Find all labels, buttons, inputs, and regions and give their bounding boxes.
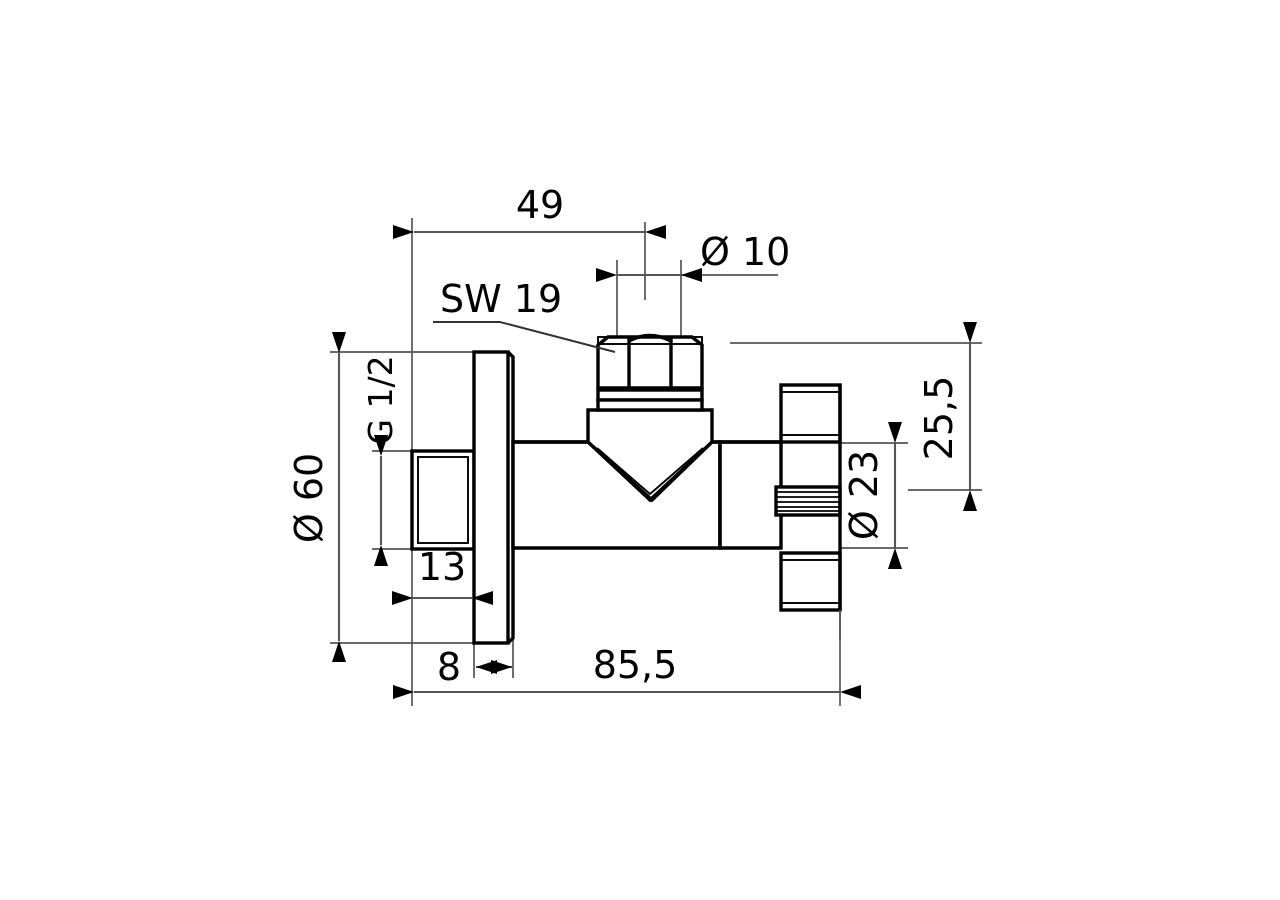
leader-line-sw19 <box>433 321 616 353</box>
outlet-boss-upper <box>779 383 842 444</box>
valve-geometry <box>410 333 842 645</box>
dimension-label-49: 49 <box>516 183 564 227</box>
dimension-label-sw19: SW 19 <box>440 277 562 321</box>
bonnet-cone-v-inner <box>596 447 704 496</box>
outlet-knurl-lines <box>777 491 839 512</box>
dimension-label-dia23: Ø 23 <box>842 450 886 540</box>
dimension-label-thread: G 1/2 <box>361 355 400 444</box>
thread-nipple <box>410 449 476 551</box>
dimension-lines <box>332 225 977 699</box>
wall-rosette <box>472 350 510 645</box>
hex-cap-top-band <box>597 336 703 345</box>
valve-body-right <box>718 440 783 550</box>
dimension-label-dia60: Ø 60 <box>287 453 331 543</box>
dimension-labels: 49 Ø 10 SW 19 Ø 60 G 1/2 13 8 Ø 23 25,5 … <box>287 183 961 689</box>
dimension-label-255: 25,5 <box>917 376 961 461</box>
outlet-boss-lower <box>779 551 842 612</box>
dimension-label-dia10: Ø 10 <box>700 230 790 274</box>
thread-nipple-inner <box>417 456 469 544</box>
dimension-label-13: 13 <box>418 545 466 589</box>
bonnet-collar-lower <box>596 398 704 412</box>
hex-cap-crown <box>628 333 672 343</box>
dimension-label-8: 8 <box>437 645 461 689</box>
bonnet-cone-v <box>586 440 714 503</box>
dimension-label-855: 85,5 <box>593 643 678 687</box>
